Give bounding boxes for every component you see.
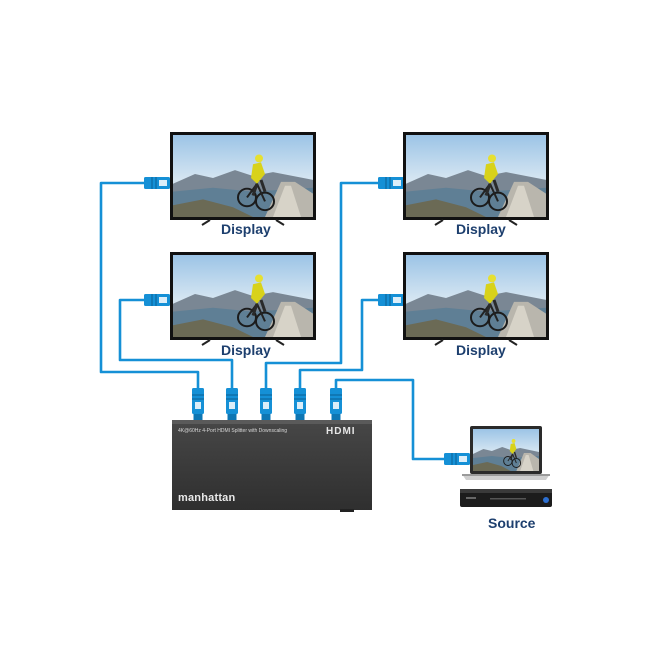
display-label: Display [221,221,271,237]
source-label: Source [488,515,536,531]
cable-display-1 [99,181,200,390]
hdmi-plug-icon [293,387,307,423]
hdmi-plug-icon [191,387,205,423]
cable-display-3 [118,298,234,390]
media-player-box-icon [460,489,552,507]
brand-name: manhattan [178,492,236,504]
hdmi-plug-icon [329,387,343,423]
display-label: Display [456,342,506,358]
laptop-icon [462,426,550,480]
splitter-model-text: 4K@60Hz 4-Port HDMI Splitter with Downsc… [178,428,288,434]
hdmi-cables [99,181,446,461]
monitor-display-1 [170,132,316,226]
cable-display-4 [298,298,380,390]
display-label: Display [221,342,271,358]
monitor-display-4 [403,252,549,346]
monitor-display-2 [403,132,549,226]
hdmi-plug-icon [259,387,273,423]
monitor-display-3 [170,252,316,346]
brand-logo: manhattan [178,492,235,504]
cable-source [334,378,446,461]
hdmi-logo: HDMI [326,426,356,437]
cable-display-2 [264,181,380,390]
hdmi-splitter-device [172,420,372,512]
display-label: Display [456,221,506,237]
hdmi-plug-icon [225,387,239,423]
